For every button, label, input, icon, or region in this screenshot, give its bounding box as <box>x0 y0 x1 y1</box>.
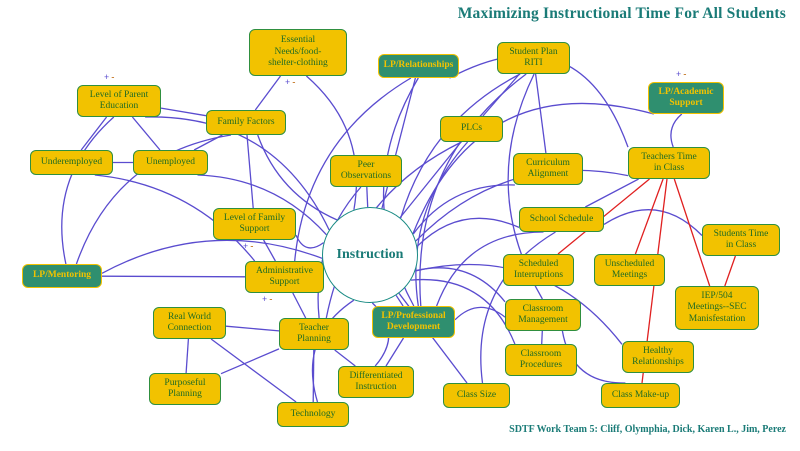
node-student_plan_riti[interactable]: Student Plan RITI <box>497 42 570 74</box>
node-differentiated_instruction[interactable]: Differentiated Instruction <box>338 366 414 398</box>
plus-sign: + <box>676 69 682 79</box>
node-level_parent_education[interactable]: Level of Parent Education <box>77 85 161 117</box>
node-essential_needs[interactable]: Essential Needs/food- shelter-clothing <box>249 29 347 76</box>
node-underemployed[interactable]: Underemployed <box>30 150 113 175</box>
node-lp_professional_development[interactable]: LP/Professional Development <box>372 306 455 338</box>
plus-sign: + <box>243 241 249 251</box>
minus-sign: - <box>681 69 687 79</box>
pm_level_parent_education: + - <box>104 73 114 82</box>
node-scheduled_interruptions[interactable]: Scheduled Interruptions <box>503 254 574 286</box>
pm_level_family_support: + - <box>243 242 253 251</box>
node-administrative_support[interactable]: Administrative Support <box>245 261 324 293</box>
node-technology[interactable]: Technology <box>277 402 349 427</box>
node-classroom_procedures[interactable]: Classroom Procedures <box>505 344 577 376</box>
minus-sign: - <box>290 77 296 87</box>
node-lp_mentoring[interactable]: LP/Mentoring <box>22 264 102 288</box>
node-level_family_support[interactable]: Level of Family Support <box>213 208 296 240</box>
node-teachers_time_in_class[interactable]: Teachers Time in Class <box>628 147 710 179</box>
node-class_size[interactable]: Class Size <box>443 383 510 408</box>
plus-sign: + <box>285 77 291 87</box>
minus-sign: - <box>109 72 115 82</box>
pm_lp_academic_support: + - <box>676 70 686 79</box>
node-students_time_in_class[interactable]: Students Time in Class <box>702 224 780 256</box>
minus-sign: - <box>267 294 273 304</box>
node-healthy_relationships[interactable]: Healthy Relationships <box>622 341 694 373</box>
node-teacher_planning[interactable]: Teacher Planning <box>279 318 349 350</box>
node-peer_observations[interactable]: Peer Observations <box>330 155 402 187</box>
node-real_world_connection[interactable]: Real World Connection <box>153 307 226 339</box>
node-lp_relationships[interactable]: LP/Relationships <box>378 54 459 78</box>
node-iep_504[interactable]: IEP/504 Meetings--SEC Manisfestation <box>675 286 759 330</box>
plus-sign: + <box>262 294 268 304</box>
node-plcs[interactable]: PLCs <box>440 116 503 142</box>
node-purposeful_planning[interactable]: Purposeful Planning <box>149 373 221 405</box>
pm_essential_needs: + - <box>285 78 295 87</box>
minus-sign: - <box>248 241 254 251</box>
plus-sign: + <box>104 72 110 82</box>
node-unscheduled_meetings[interactable]: Unscheduled Meetings <box>594 254 665 286</box>
page-title: Maximizing Instructional Time For All St… <box>457 5 786 22</box>
node-class_make_up[interactable]: Class Make-up <box>601 383 680 408</box>
node-family_factors[interactable]: Family Factors <box>206 110 286 135</box>
node-school_schedule[interactable]: School Schedule <box>519 207 604 232</box>
node-classroom_management[interactable]: Classroom Management <box>505 299 581 331</box>
node-curriculum_alignment[interactable]: Curriculum Alignment <box>513 153 583 185</box>
node-instruction-center[interactable]: Instruction <box>322 207 418 303</box>
node-unemployed[interactable]: Unemployed <box>133 150 208 175</box>
pm_administrative_support: + - <box>262 295 272 304</box>
credit-line: SDTF Work Team 5: Cliff, Olymphia, Dick,… <box>509 424 786 435</box>
node-lp_academic_support[interactable]: LP/Academic Support <box>648 82 724 114</box>
